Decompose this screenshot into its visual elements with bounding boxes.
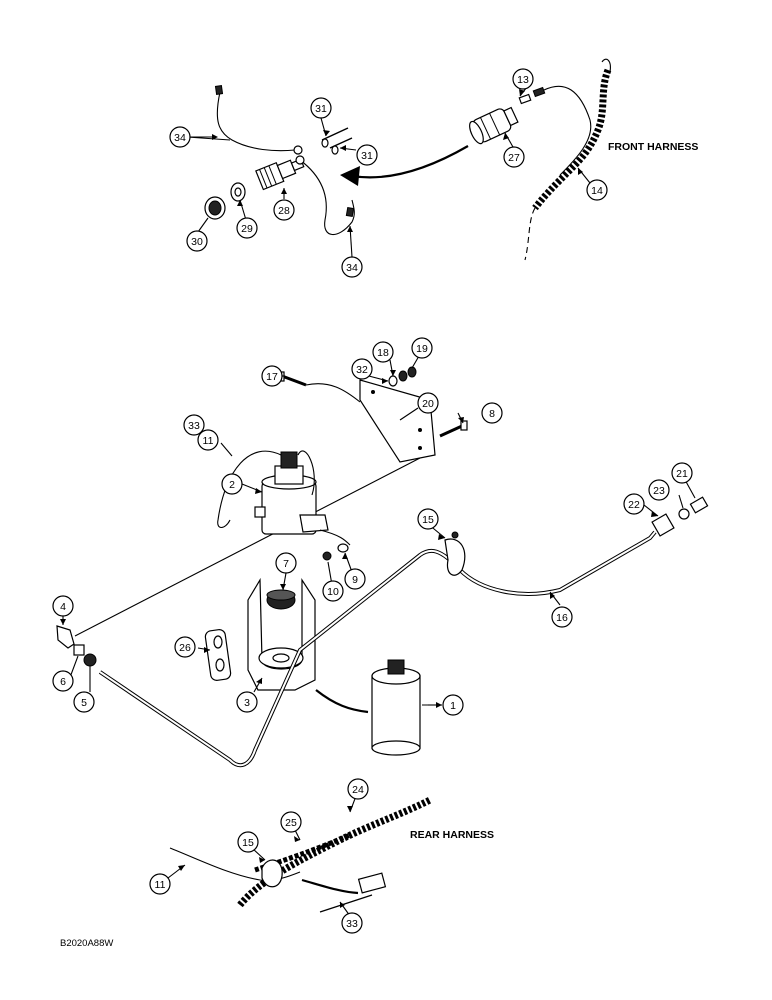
callout-1: [442, 694, 464, 716]
callout-16-text: 16: [556, 612, 568, 624]
callout-34-top-text: 34: [174, 132, 186, 144]
callout-28: [273, 199, 295, 221]
callout-3-text: 3: [244, 697, 250, 709]
figure-code: B2020A88W: [60, 938, 113, 949]
front-harness-label: FRONT HARNESS: [608, 141, 698, 153]
callout-22-text: 22: [628, 499, 640, 511]
callout-16: [551, 606, 573, 628]
callout-15-mid-text: 15: [422, 514, 434, 526]
callout-33-mid: [183, 414, 205, 436]
callout-9-text: 9: [352, 574, 358, 586]
callout-17: [261, 365, 283, 387]
callout-31a-text: 31: [315, 103, 327, 115]
callout-9: [344, 568, 366, 590]
callouts: 34 31 31 13 27 14 28 29 30 34 18 19 32: [52, 68, 696, 934]
callout-23-text: 23: [653, 485, 665, 497]
callout-30: [186, 230, 208, 252]
callout-7-text: 7: [283, 558, 289, 570]
callout-4-text: 4: [60, 601, 66, 613]
callout-15-bottom: [237, 831, 259, 853]
callout-28-text: 28: [278, 205, 290, 217]
callout-19-text: 19: [416, 343, 428, 355]
callout-13: [512, 68, 534, 90]
callout-26-text: 26: [179, 642, 191, 654]
callout-21: [671, 462, 693, 484]
callout-19: [411, 337, 433, 359]
callout-33-bottom-text: 33: [346, 918, 358, 930]
callout-14: [586, 179, 608, 201]
callout-32-text: 32: [356, 364, 368, 376]
callout-33-bottom: [341, 912, 363, 934]
callout-21-text: 21: [676, 468, 688, 480]
callout-5: [73, 691, 95, 713]
pressure-switch-assembly: [186, 58, 612, 261]
callout-11-bottom-text: 11: [155, 879, 166, 891]
callout-10-text: 10: [327, 586, 339, 598]
callout-11-mid-text: 11: [203, 435, 214, 447]
callout-27: [503, 146, 525, 168]
callout-8-text: 8: [489, 408, 495, 420]
callout-2-text: 2: [229, 479, 235, 491]
callout-34-bottom-text: 34: [346, 262, 358, 274]
callout-6-text: 6: [60, 676, 66, 688]
callout-27-text: 27: [508, 152, 520, 164]
callout-29: [236, 217, 258, 239]
callout-31b: [356, 144, 378, 166]
callout-8: [481, 402, 503, 424]
callout-20: [417, 392, 439, 414]
callout-33-mid-text: 33: [188, 420, 200, 432]
callout-11-mid: [197, 429, 219, 451]
callout-31b-text: 31: [361, 150, 373, 162]
callout-17-text: 17: [266, 371, 278, 383]
callout-15-mid: [417, 508, 439, 530]
callout-3: [236, 691, 258, 713]
callout-25: [280, 811, 302, 833]
callout-18-text: 18: [377, 347, 389, 359]
callout-7: [275, 552, 297, 574]
callout-32: [351, 358, 373, 380]
callout-11-bottom: [149, 873, 171, 895]
callout-14-text: 14: [591, 185, 603, 197]
callout-22: [623, 493, 645, 515]
callout-34-top: [169, 126, 191, 148]
callout-4: [52, 595, 74, 617]
callout-6: [52, 670, 74, 692]
callout-2: [221, 473, 243, 495]
callout-20-text: 20: [422, 398, 434, 410]
reservoir-assembly: [56, 366, 709, 768]
rear-harness-assembly: [169, 796, 432, 913]
rear-harness-label: REAR HARNESS: [410, 829, 494, 841]
callout-5-text: 5: [81, 697, 87, 709]
callout-30-text: 30: [191, 236, 203, 248]
callout-15-bottom-text: 15: [242, 837, 254, 849]
callout-1-text: 1: [450, 700, 456, 712]
callout-24-text: 24: [352, 784, 364, 796]
callout-18: [372, 341, 394, 363]
callout-34-bottom: [341, 256, 363, 278]
callout-13-text: 13: [517, 74, 529, 86]
callout-10: [322, 580, 344, 602]
callout-26: [174, 636, 196, 658]
callout-31a: [310, 97, 332, 119]
callout-24: [347, 778, 369, 800]
callout-25-text: 25: [285, 817, 297, 829]
callout-29-text: 29: [241, 223, 253, 235]
callout-23: [648, 479, 670, 501]
